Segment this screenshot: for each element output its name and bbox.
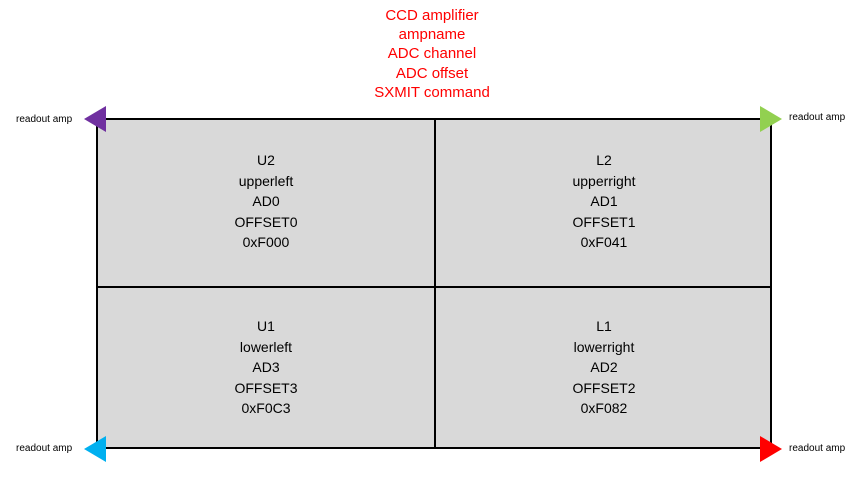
amp-name: lowerleft — [239, 338, 293, 355]
legend-adc-offset: ADC offset — [395, 64, 469, 82]
quadrant-lower-right: L1 lowerright AD2 OFFSET2 0xF082 — [436, 316, 772, 419]
amp-name: upperright — [572, 172, 636, 189]
ccd-quadrant-grid: U2 upperleft AD0 OFFSET0 0xF000 L2 upper… — [96, 118, 772, 449]
sxmit-command: 0xF0C3 — [241, 400, 291, 416]
amp-label: U2 — [257, 152, 275, 168]
legend-ampname: ampname — [398, 26, 466, 44]
sxmit-command: 0xF041 — [580, 234, 628, 250]
amp-label: U1 — [257, 318, 275, 334]
sxmit-command: 0xF000 — [242, 234, 290, 250]
readout-amp-label-top-left: readout amp — [16, 114, 73, 125]
amp-name: upperleft — [238, 172, 294, 189]
adc-channel: AD3 — [252, 359, 280, 375]
horizontal-divider — [98, 286, 770, 288]
adc-channel: AD0 — [252, 193, 280, 209]
readout-amp-label-top-right: readout amp — [789, 112, 846, 123]
readout-arrow-bottom-left-icon — [84, 436, 106, 462]
readout-amp-label-bottom-left: readout amp — [16, 443, 73, 454]
amp-label: L2 — [596, 152, 612, 168]
legend-block: CCD amplifier ampname ADC channel ADC of… — [0, 6, 864, 102]
amp-name: lowerright — [573, 338, 635, 355]
readout-arrow-bottom-right-icon — [760, 436, 782, 462]
adc-channel: AD2 — [590, 359, 618, 375]
quadrant-upper-left: U2 upperleft AD0 OFFSET0 0xF000 — [98, 150, 434, 253]
amp-label: L1 — [596, 318, 612, 334]
readout-amp-label-bottom-right: readout amp — [789, 443, 846, 454]
readout-arrow-top-right-icon — [760, 106, 782, 132]
quadrant-upper-right: L2 upperright AD1 OFFSET1 0xF041 — [436, 150, 772, 253]
adc-offset: OFFSET0 — [234, 213, 298, 230]
adc-channel: AD1 — [590, 193, 618, 209]
quadrant-lower-left: U1 lowerleft AD3 OFFSET3 0xF0C3 — [98, 316, 434, 419]
legend-ccd-amplifier: CCD amplifier — [385, 7, 479, 24]
adc-offset: OFFSET2 — [572, 379, 636, 396]
readout-arrow-top-left-icon — [84, 106, 106, 132]
legend-adc-channel: ADC channel — [387, 45, 477, 63]
vertical-divider — [434, 120, 436, 447]
sxmit-command: 0xF082 — [580, 400, 628, 416]
adc-offset: OFFSET1 — [572, 213, 636, 230]
legend-sxmit-command: SXMIT command — [374, 83, 490, 101]
adc-offset: OFFSET3 — [234, 379, 298, 396]
